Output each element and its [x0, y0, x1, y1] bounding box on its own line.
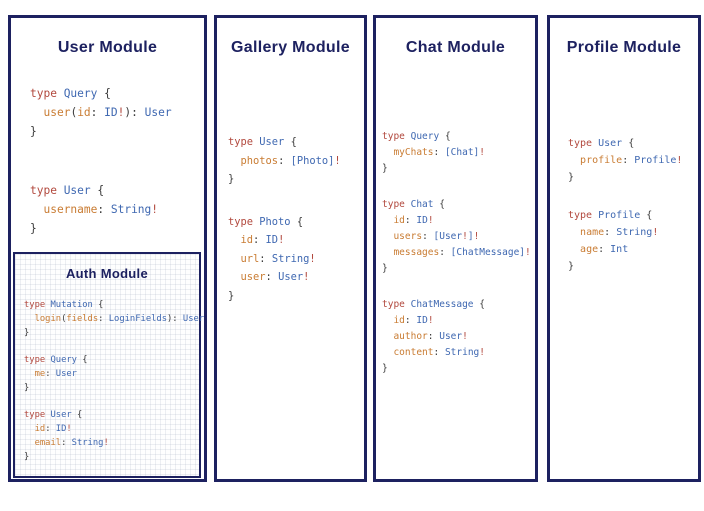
code-line: type Profile {: [568, 210, 653, 221]
code-line: type User {: [24, 410, 83, 420]
code-line: username: String!: [43, 203, 159, 216]
code-line: type User {: [228, 136, 297, 148]
code-chat: type Query { myChats: [Chat]!}type Chat …: [382, 129, 531, 377]
code-user: type Query { user(id: ID!): User}type Us…: [30, 84, 172, 238]
code-line: login(fields: LoginFields): User: [34, 314, 205, 324]
code-profile: type User { profile: Profile!}type Profi…: [568, 135, 682, 275]
module-box-auth: Auth Module type Mutation { login(fields…: [13, 252, 204, 478]
code-line: }: [568, 261, 575, 272]
code-line: author: User!: [393, 331, 468, 342]
code-line: name: String!: [580, 227, 659, 238]
code-auth: type Mutation { login(fields: LoginField…: [24, 298, 204, 464]
code-line: myChats: [Chat]!: [393, 147, 486, 158]
code-line: type Query {: [382, 131, 451, 142]
code-line: content: String!: [393, 347, 486, 358]
code-line: type Chat {: [382, 199, 445, 210]
module-title-chat: Chat Module: [405, 39, 506, 56]
module-box-chat: Chat Module type Query { myChats: [Chat]…: [373, 15, 538, 482]
module-box-profile: Profile Module type User { profile: Prof…: [547, 15, 701, 482]
code-line: }: [382, 363, 388, 374]
code-block: type Query { user(id: ID!): User}: [30, 84, 172, 141]
code-line: type ChatMessage {: [382, 299, 485, 310]
code-block: type User { username: String!}: [30, 181, 172, 238]
code-line: users: [User!]!: [393, 231, 480, 242]
code-line: }: [382, 163, 388, 174]
code-line: photos: [Photo]!: [240, 154, 341, 167]
code-line: me: User: [34, 369, 77, 379]
code-line: }: [24, 383, 30, 393]
code-line: }: [568, 172, 575, 183]
code-block: type User { photos: [Photo]!}: [228, 133, 341, 189]
code-line: age: Int: [580, 244, 629, 255]
code-block: type ChatMessage { id: ID! author: User!…: [382, 297, 531, 377]
code-line: }: [24, 452, 30, 462]
module-box-user: User Module type Query { user(id: ID!): …: [8, 15, 207, 482]
code-line: type Mutation {: [24, 300, 104, 310]
module-title-user: User Module: [57, 39, 158, 56]
code-line: id: ID!: [240, 234, 285, 246]
code-gallery: type User { photos: [Photo]!}type Photo …: [228, 133, 341, 305]
code-line: email: String!: [34, 438, 109, 448]
code-block: type User { profile: Profile!}: [568, 135, 682, 186]
code-line: }: [382, 263, 388, 274]
code-line: id: ID!: [34, 424, 72, 434]
code-line: }: [228, 173, 235, 185]
module-box-gallery: Gallery Module type User { photos: [Phot…: [214, 15, 367, 482]
code-line: url: String!: [240, 252, 316, 265]
code-line: type User {: [30, 184, 105, 197]
code-block: type Photo { id: ID! url: String! user: …: [228, 213, 341, 306]
module-title-gallery: Gallery Module: [231, 39, 350, 56]
module-title-auth: Auth Module: [65, 266, 148, 281]
code-line: type Query {: [24, 355, 88, 365]
code-line: profile: Profile!: [580, 155, 683, 166]
code-block: type Profile { name: String! age: Int}: [568, 207, 682, 275]
code-line: }: [24, 328, 30, 338]
code-block: type Chat { id: ID! users: [User!]! mess…: [382, 197, 531, 277]
code-line: id: ID!: [393, 215, 434, 226]
code-line: user: User!: [240, 271, 310, 283]
code-line: user(id: ID!): User: [43, 106, 172, 119]
code-line: }: [228, 289, 235, 302]
code-line: type User {: [568, 138, 635, 149]
code-line: id: ID!: [393, 315, 434, 326]
code-line: type Photo {: [228, 215, 304, 228]
code-block: type Query { myChats: [Chat]!}: [382, 129, 531, 177]
module-title-profile: Profile Module: [566, 39, 682, 56]
code-block: type Mutation { login(fields: LoginField…: [24, 298, 204, 340]
code-line: }: [30, 125, 37, 138]
code-block: type User { id: ID! email: String!}: [24, 408, 204, 464]
code-line: type Query {: [30, 87, 111, 100]
code-block: type Query { me: User}: [24, 353, 204, 395]
code-line: }: [30, 222, 37, 235]
code-line: messages: [ChatMessage]!: [393, 247, 531, 258]
